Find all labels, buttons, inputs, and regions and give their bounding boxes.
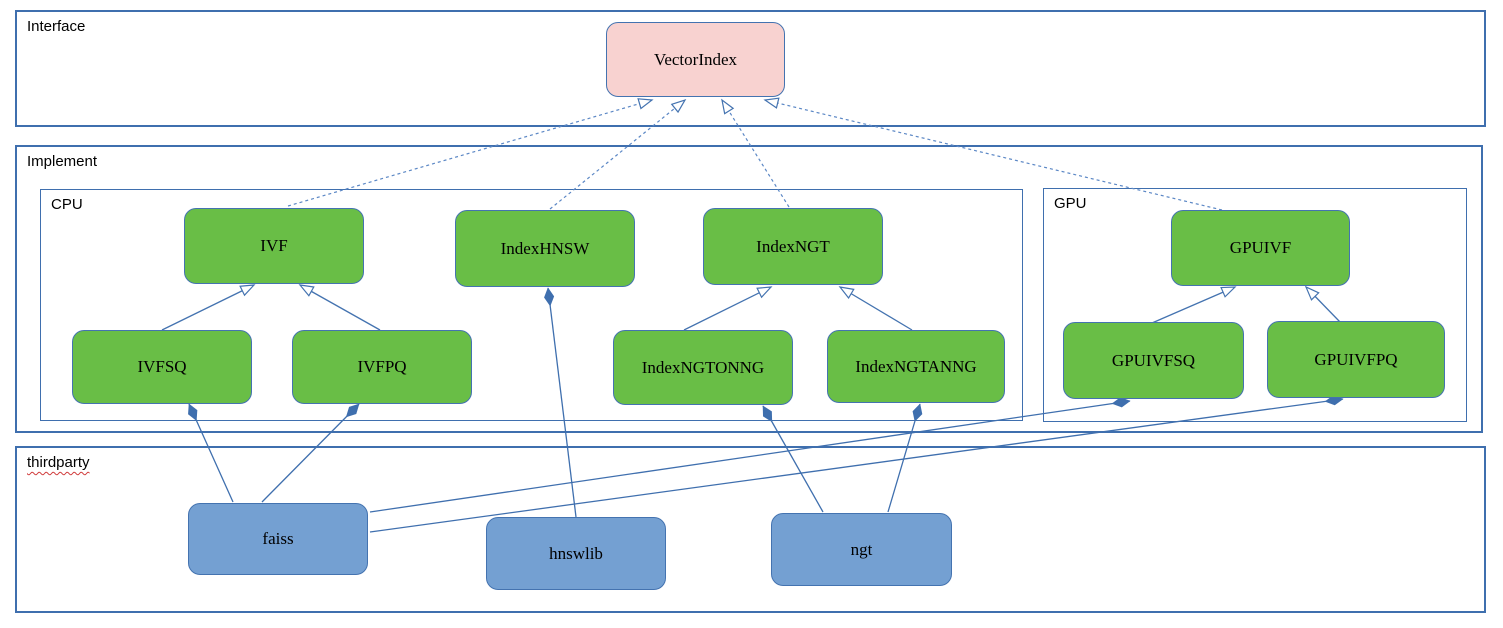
edge-gpuivfpq-gpuivf[interactable]	[1304, 285, 1341, 323]
node-ngt-label: ngt	[850, 539, 873, 559]
edge-faiss-ivfpq[interactable]	[261, 403, 360, 503]
node-indexngtanng[interactable]: IndexNGTANNG	[827, 330, 1005, 403]
container-gpu[interactable]: GPU	[1043, 188, 1467, 422]
node-gpuivfpq[interactable]: GPUIVFPQ	[1267, 321, 1445, 398]
node-ivf[interactable]: IVF	[184, 208, 364, 284]
node-indexhnsw-label: IndexHNSW	[500, 238, 590, 258]
node-hnswlib[interactable]: hnswlib	[486, 517, 666, 590]
node-ivf-label: IVF	[260, 236, 288, 255]
node-gpuivfpq-label: GPUIVFPQ	[1314, 349, 1398, 369]
node-ivfsq[interactable]: IVFSQ	[72, 330, 252, 404]
edge-ivfsq-ivf[interactable]	[161, 284, 256, 331]
node-indexngt-label: IndexNGT	[756, 236, 830, 256]
container-interface[interactable]: Interface	[15, 10, 1486, 127]
container-interface-label: Interface	[27, 18, 86, 35]
edge-ngt-indexngtonng[interactable]	[762, 405, 824, 513]
container-gpu-label: GPU	[1054, 195, 1087, 212]
node-faiss[interactable]: faiss	[188, 503, 368, 575]
edge-gpuivfsq-gpuivf[interactable]	[1151, 286, 1237, 324]
node-indexngtonng[interactable]: IndexNGTONNG	[613, 330, 793, 405]
node-ngt[interactable]: ngt	[771, 513, 952, 586]
edge-indexngtonng-indexngt[interactable]	[683, 286, 773, 331]
node-indexhnsw[interactable]: IndexHNSW	[455, 210, 635, 287]
edge-hnswlib-indexhnsw[interactable]	[544, 287, 577, 518]
edge-gpuivf-vectorindex[interactable]	[763, 97, 1223, 211]
container-cpu-label: CPU	[51, 196, 83, 213]
edge-faiss-gpuivfsq[interactable]	[369, 397, 1131, 513]
node-vectorindex[interactable]: VectorIndex	[606, 22, 785, 97]
node-gpuivfsq-label: GPUIVFSQ	[1111, 350, 1196, 370]
node-gpuivfsq[interactable]: GPUIVFSQ	[1063, 322, 1244, 399]
node-ivfsq-label: IVFSQ	[137, 357, 187, 376]
edge-indexhnsw-vectorindex[interactable]	[549, 98, 687, 210]
node-indexngt[interactable]: IndexNGT	[703, 208, 883, 285]
node-indexngtonng-label: IndexNGTONNG	[641, 357, 765, 377]
container-thirdparty[interactable]: thirdparty	[15, 446, 1486, 613]
node-hnswlib-label: hnswlib	[549, 543, 603, 563]
edge-ivf-vectorindex[interactable]	[287, 98, 654, 207]
edge-faiss-ivfsq[interactable]	[188, 403, 234, 503]
container-cpu[interactable]: CPU	[40, 189, 1023, 421]
edge-indexngt-vectorindex[interactable]	[721, 98, 790, 208]
node-ivfpq[interactable]: IVFPQ	[292, 330, 472, 404]
container-implement[interactable]: Implement	[15, 145, 1483, 433]
node-gpuivf[interactable]: GPUIVF	[1171, 210, 1350, 286]
container-implement-label: Implement	[27, 153, 98, 170]
container-thirdparty-label: thirdparty	[27, 454, 90, 471]
node-indexngtanng-label: IndexNGTANNG	[855, 356, 977, 376]
edge-ngt-indexngtanng[interactable]	[887, 403, 923, 513]
node-vectorindex-label: VectorIndex	[653, 49, 738, 69]
node-ivfpq-label: IVFPQ	[357, 357, 407, 376]
node-gpuivf-label: GPUIVF	[1229, 238, 1292, 257]
node-faiss-label: faiss	[262, 529, 294, 548]
edge-faiss-gpuivfpq[interactable]	[369, 395, 1344, 533]
edge-ivfpq-ivf[interactable]	[298, 284, 381, 331]
edge-indexngtanng-indexngt[interactable]	[838, 286, 913, 331]
